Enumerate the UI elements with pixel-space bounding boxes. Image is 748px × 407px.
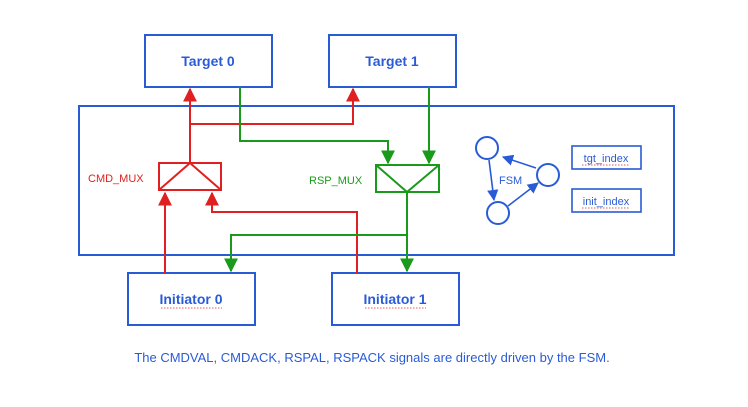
target-0-box: Target 0 xyxy=(144,34,273,88)
target-0-label: Target 0 xyxy=(181,53,235,69)
fsm-label: FSM xyxy=(499,175,522,187)
cmd-mux-label: CMD_MUX xyxy=(88,173,144,185)
cmd-paths xyxy=(158,87,360,273)
initiator-1-box: Initiator 1 xyxy=(331,272,460,326)
fsm-state-2 xyxy=(536,163,560,187)
init-index-label: init_index xyxy=(583,196,630,208)
fsm: FSM xyxy=(475,136,560,225)
rsp-mux-label: RSP_MUX xyxy=(309,175,363,187)
fsm-state-1 xyxy=(475,136,499,160)
target-1-label: Target 1 xyxy=(365,53,419,69)
initiator-0-label: Initiator 0 xyxy=(159,291,222,307)
interconnect-box xyxy=(78,105,675,256)
caption: The CMDVAL, CMDACK, RSPAL, RSPACK signal… xyxy=(134,350,609,365)
init-index-box: init_index xyxy=(571,188,642,213)
fsm-state-3 xyxy=(486,201,510,225)
initiator-1-label: Initiator 1 xyxy=(363,291,426,307)
tgt-index-box: tgt_index xyxy=(571,145,642,170)
rsp-mux xyxy=(375,164,440,193)
rsp-paths xyxy=(224,87,436,273)
target-1-box: Target 1 xyxy=(328,34,457,88)
tgt-index-label: tgt_index xyxy=(584,153,629,165)
initiator-0-box: Initiator 0 xyxy=(127,272,256,326)
cmd-mux xyxy=(158,162,222,191)
